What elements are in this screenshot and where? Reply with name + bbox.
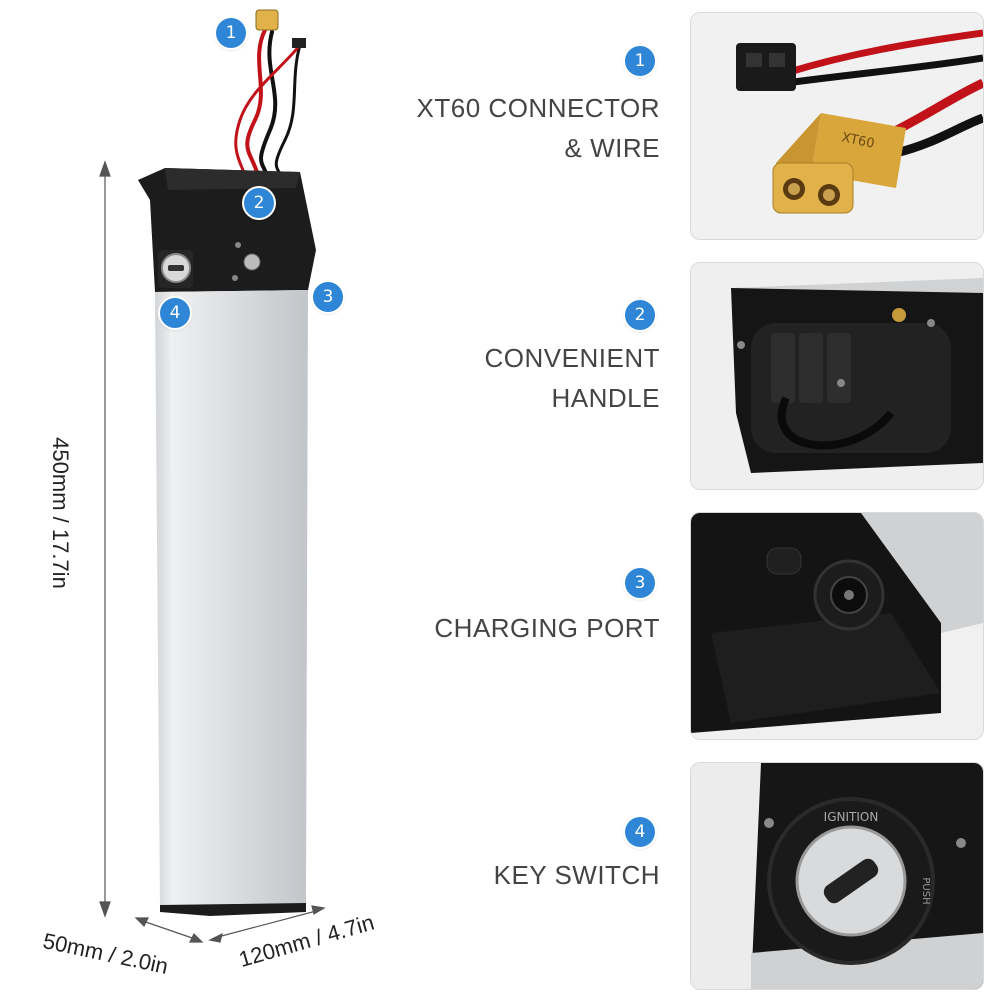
battery-illustration <box>0 0 420 1000</box>
battery-bottom-cap <box>160 903 306 916</box>
badge-1: 1 <box>625 46 655 76</box>
battery-body <box>155 290 308 908</box>
charging-port-icon <box>691 513 983 739</box>
feature-label-key-switch: KEY SWITCH <box>360 855 660 895</box>
badge-3-battery: 3 <box>313 282 343 312</box>
badge-4-battery: 4 <box>160 298 190 328</box>
feature-label-line: & WIRE <box>564 133 660 163</box>
detail-panel-charging-port <box>690 512 984 740</box>
xt60-connector-icon: XT60 <box>691 13 983 239</box>
feature-label-line: XT60 CONNECTOR <box>416 93 660 123</box>
feature-label-line: CONVENIENT <box>484 343 660 373</box>
battery-drawing <box>99 9 326 943</box>
feature-label-line: CHARGING PORT <box>434 613 660 643</box>
detail-panel-key-switch: IGNITION PUSH <box>690 762 984 990</box>
battery-wires <box>234 28 302 182</box>
badge-4: 4 <box>625 817 655 847</box>
feature-label-xt60: XT60 CONNECTOR & WIRE <box>360 88 660 168</box>
battery-housing <box>138 168 316 292</box>
height-dimension-label: 450mm / 17.7in <box>48 437 73 589</box>
badge-3: 3 <box>625 568 655 598</box>
bottom-dimension-lines <box>134 905 326 943</box>
feature-label-line: KEY SWITCH <box>493 860 660 890</box>
height-dimension-line <box>99 160 111 918</box>
xt60-plug <box>255 9 279 31</box>
small-connector <box>292 38 306 48</box>
feature-label-handle: CONVENIENT HANDLE <box>360 338 660 418</box>
detail-panel-handle <box>690 262 984 490</box>
feature-label-charging-port: CHARGING PORT <box>360 608 660 648</box>
key-switch-icon: IGNITION PUSH <box>691 763 983 989</box>
xt60-mark-text: XT60 <box>840 130 876 152</box>
push-mark-text: PUSH <box>920 877 931 904</box>
detail-panel-xt60: XT60 <box>690 12 984 240</box>
badge-1-battery: 1 <box>216 18 246 48</box>
badge-2-battery: 2 <box>244 188 274 218</box>
ignition-ring-text: IGNITION <box>824 810 879 824</box>
feature-label-line: HANDLE <box>551 383 660 413</box>
handle-icon <box>691 263 983 489</box>
badge-2: 2 <box>625 300 655 330</box>
